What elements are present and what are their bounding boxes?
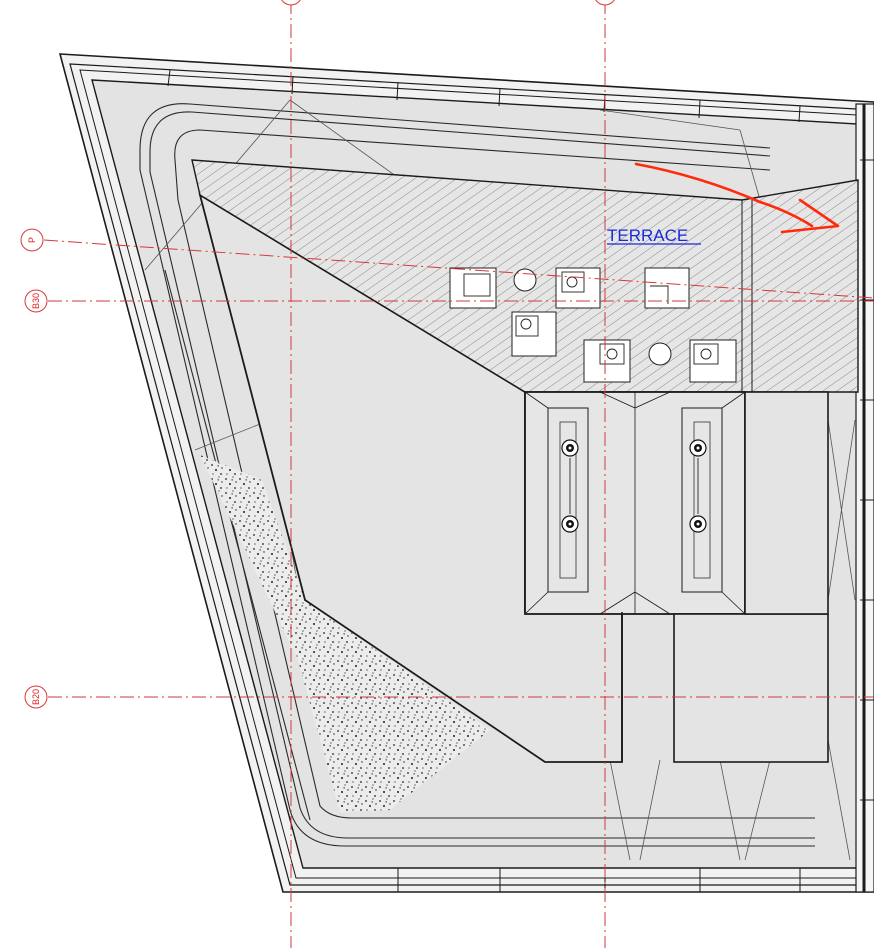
grid-label-p: P: [27, 237, 37, 243]
section-arrow-icon: [634, 162, 840, 234]
grid-bubble-b30: B30: [24, 289, 48, 313]
round-table-icon: [648, 342, 672, 366]
grid-bubbles-top: [281, 0, 615, 6]
speaker-icon: [689, 515, 707, 533]
speaker-icon: [561, 439, 579, 457]
square-table-icon: [644, 267, 690, 309]
parapet-ticks: [167, 69, 874, 892]
drain-outlets: [561, 439, 707, 533]
speaker-icon: [689, 439, 707, 457]
wall-chair-icon: [583, 339, 631, 383]
stair-block: [524, 391, 746, 615]
grid-bubble-b20: B20: [24, 685, 48, 709]
grid-label-b30: B30: [31, 293, 41, 309]
round-table-icon: [513, 268, 537, 292]
grid-lines: [43, 0, 874, 948]
gravel-zone: [200, 455, 490, 812]
room-label-terrace: TERRACE: [607, 226, 688, 245]
grid-bubble-p: P: [20, 228, 44, 252]
path-curves: [139, 103, 815, 847]
lower-volumes: [621, 391, 829, 763]
terrace-furniture: [449, 267, 737, 383]
wall-chair-icon: [689, 339, 737, 383]
grid-label-b20: B20: [31, 689, 41, 705]
square-table-icon: [449, 267, 497, 309]
speaker-icon: [561, 515, 579, 533]
wall-chair-icon: [511, 311, 557, 357]
wall-chair-icon: [555, 267, 601, 309]
